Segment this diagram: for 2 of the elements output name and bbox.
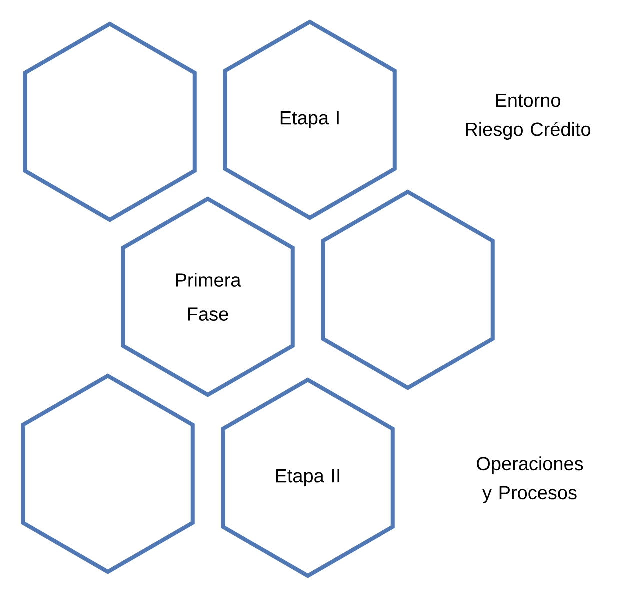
side-label: Entorno Riesgo Crédito bbox=[466, 94, 591, 140]
side-label: Operaciones y Procesos bbox=[477, 456, 584, 504]
